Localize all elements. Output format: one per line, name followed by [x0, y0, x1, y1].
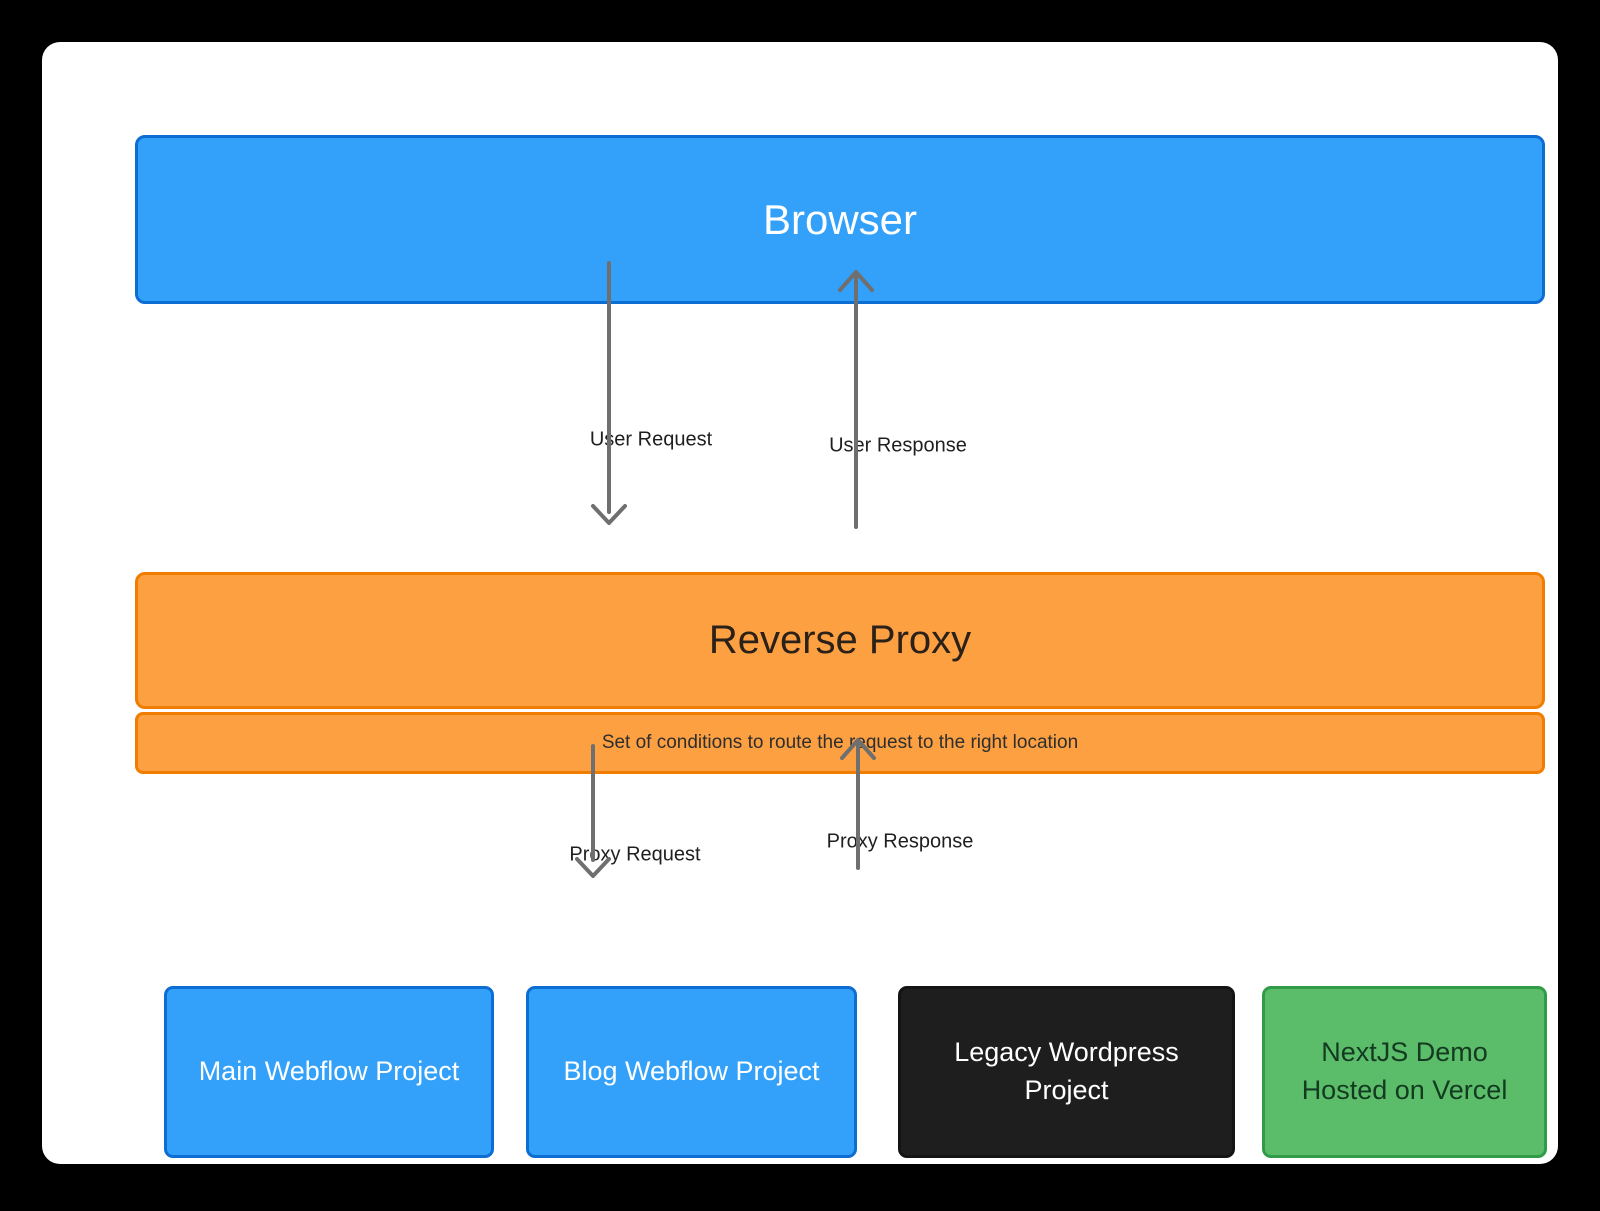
browser-label: Browser	[762, 195, 918, 243]
proxy-request-edge-label: Proxy Request	[560, 840, 710, 870]
node-nextjs-demo-vercel: NextJS Demo Hosted on Vercel	[1262, 986, 1547, 1158]
node-browser: Browser	[135, 135, 1545, 304]
proxy-conditions-label: Set of conditions to route the request t…	[601, 732, 1079, 753]
diagram-canvas: Browser Reverse Proxy Set of conditions …	[42, 42, 1558, 1164]
user-request-edge-label: User Request	[580, 425, 722, 455]
blog-webflow-project-label: Blog Webflow Project	[563, 1056, 820, 1087]
main-webflow-project-label: Main Webflow Project	[198, 1056, 460, 1087]
nextjs-demo-vercel-label: NextJS Demo Hosted on Vercel	[1301, 1037, 1508, 1105]
user-response-edge-label: User Response	[820, 431, 976, 461]
reverse-proxy-label: Reverse Proxy	[708, 618, 972, 662]
legacy-wordpress-project-label: Legacy Wordpress Project	[954, 1037, 1179, 1105]
node-blog-webflow-project: Blog Webflow Project	[526, 986, 857, 1158]
node-proxy-conditions: Set of conditions to route the request t…	[135, 712, 1545, 774]
node-main-webflow-project: Main Webflow Project	[164, 986, 494, 1158]
node-legacy-wordpress-project: Legacy Wordpress Project	[898, 986, 1235, 1158]
proxy-response-edge-label: Proxy Response	[817, 827, 983, 857]
node-reverse-proxy: Reverse Proxy	[135, 572, 1545, 709]
